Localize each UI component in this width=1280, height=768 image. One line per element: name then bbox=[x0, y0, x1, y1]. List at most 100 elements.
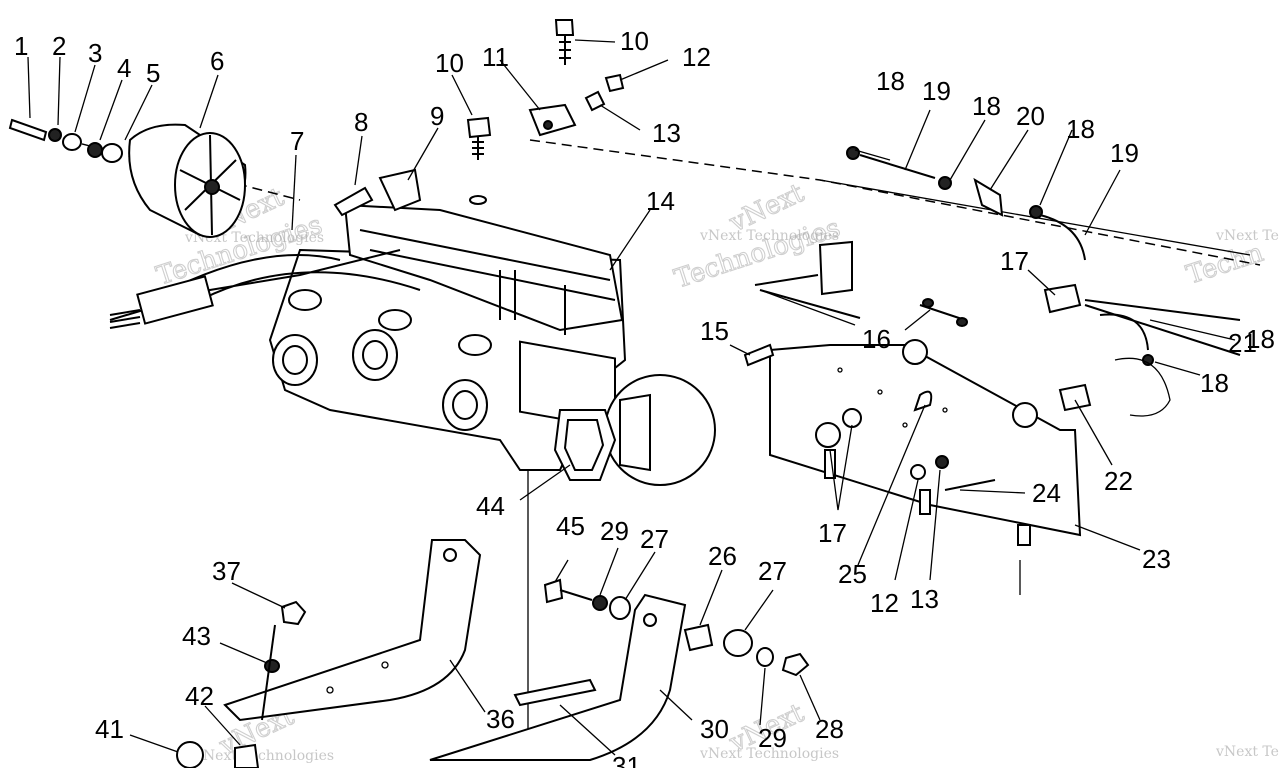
callout-4: 4 bbox=[117, 53, 131, 83]
callout-24: 24 bbox=[1032, 478, 1061, 508]
washer-part-2 bbox=[48, 128, 62, 142]
spark-plug-part-8 bbox=[333, 186, 374, 217]
callout-27-a: 27 bbox=[640, 524, 669, 554]
bolt-part-1 bbox=[8, 118, 48, 142]
clamp-part-18c bbox=[1029, 205, 1043, 219]
fuel-filter-part-20 bbox=[973, 177, 1004, 217]
callout-14: 14 bbox=[646, 186, 675, 216]
callout-8: 8 bbox=[354, 107, 368, 137]
callout-13-top: 13 bbox=[652, 118, 681, 148]
callout-36: 36 bbox=[486, 704, 515, 734]
nut-part-3 bbox=[62, 133, 82, 151]
spacer-part-4 bbox=[87, 142, 103, 158]
bracket-part-44 bbox=[553, 409, 617, 481]
callout-21: 21 bbox=[1228, 328, 1257, 358]
lower-brackets bbox=[176, 539, 810, 768]
fitting-part-17 bbox=[1043, 283, 1082, 314]
hose-part-19a bbox=[859, 154, 936, 179]
mount-plate-assembly bbox=[743, 339, 1171, 546]
link-part-31 bbox=[513, 678, 597, 707]
pin-part-24 bbox=[944, 479, 996, 491]
washer-part-13 bbox=[584, 90, 606, 112]
nut-part-42 bbox=[234, 743, 260, 768]
callout-44: 44 bbox=[476, 491, 505, 521]
fuel-pump bbox=[818, 240, 853, 296]
callout-19-b: 19 bbox=[1110, 138, 1139, 168]
callout-27-b: 27 bbox=[758, 556, 787, 586]
bracket-part-30 bbox=[429, 593, 687, 761]
wiring-connector bbox=[136, 275, 214, 325]
sensor-part-22 bbox=[1058, 383, 1092, 412]
callout-9: 9 bbox=[430, 101, 444, 131]
starter-pulley-assembly bbox=[8, 118, 247, 238]
spacer-part-27b bbox=[723, 629, 753, 657]
callout-numbers: 1 2 3 4 5 6 7 8 9 10 10 11 12 13 14 15 1… bbox=[14, 26, 1275, 768]
hose-part-19b bbox=[1039, 214, 1086, 261]
callout-12-top: 12 bbox=[682, 42, 711, 72]
callout-37: 37 bbox=[212, 556, 241, 586]
bolt-part-45 bbox=[543, 578, 564, 604]
callout-7: 7 bbox=[290, 126, 304, 156]
nut-part-12b bbox=[910, 464, 926, 480]
watermark-edge-3: vNext Te bbox=[1215, 744, 1279, 760]
callout-28: 28 bbox=[815, 714, 844, 744]
callout-30: 30 bbox=[700, 714, 729, 744]
callout-42: 42 bbox=[185, 681, 214, 711]
callout-13-bottom: 13 bbox=[910, 584, 939, 614]
callout-10-left: 10 bbox=[435, 48, 464, 78]
callout-19-a: 19 bbox=[922, 76, 951, 106]
callout-43: 43 bbox=[182, 621, 211, 651]
callout-12-bottom: 12 bbox=[870, 588, 899, 618]
callout-11: 11 bbox=[482, 42, 509, 72]
hose-part-21 bbox=[1099, 313, 1149, 351]
callout-18-b: 18 bbox=[972, 91, 1001, 121]
bracket-part-11 bbox=[528, 103, 577, 137]
washer-part-43 bbox=[264, 659, 280, 673]
washer-part-41 bbox=[176, 741, 204, 768]
callout-15: 15 bbox=[700, 316, 729, 346]
washer-part-13b bbox=[935, 455, 949, 469]
fuel-line-assembly bbox=[754, 146, 1241, 366]
callout-20: 20 bbox=[1016, 101, 1045, 131]
callout-16: 16 bbox=[862, 324, 891, 354]
nut-part-12 bbox=[604, 73, 625, 93]
callout-5: 5 bbox=[146, 58, 160, 88]
callout-6: 6 bbox=[210, 46, 224, 76]
pin-part-15 bbox=[743, 343, 775, 367]
watermark-small-3: vNext Technologies bbox=[194, 748, 334, 764]
callout-10-top: 10 bbox=[620, 26, 649, 56]
callout-45: 45 bbox=[556, 511, 585, 541]
clip-part-25 bbox=[913, 390, 933, 412]
callout-17-top: 17 bbox=[1000, 246, 1029, 276]
mount-plate-part-23 bbox=[769, 344, 1082, 537]
bolt-part-10-top bbox=[554, 19, 575, 36]
callout-23: 23 bbox=[1142, 544, 1171, 574]
bracket-part-36 bbox=[223, 539, 482, 722]
bushing-part-5 bbox=[101, 143, 123, 163]
bolt-part-10-left bbox=[466, 116, 492, 139]
callout-22: 22 bbox=[1104, 466, 1133, 496]
callout-41: 41 bbox=[95, 714, 124, 744]
callout-3: 3 bbox=[88, 38, 102, 68]
callout-18-a: 18 bbox=[876, 66, 905, 96]
callout-29-b: 29 bbox=[758, 723, 787, 753]
watermark-edge-1: vNext Te bbox=[1215, 228, 1279, 244]
callout-29-a: 29 bbox=[600, 516, 629, 546]
bushing-part-26 bbox=[683, 623, 714, 652]
spacer-part-27a bbox=[609, 596, 631, 620]
callout-1: 1 bbox=[14, 31, 28, 61]
plug-cap-part-9 bbox=[378, 168, 422, 212]
watermark-small-4: vNext Technologies bbox=[699, 746, 839, 762]
callout-18-c: 18 bbox=[1066, 114, 1095, 144]
washer-part-29b bbox=[756, 647, 774, 667]
clamp-part-18b bbox=[938, 176, 952, 190]
nut-part-37 bbox=[280, 600, 307, 626]
nut-part-28 bbox=[781, 652, 810, 677]
engine-carburetor-assembly bbox=[109, 19, 716, 486]
callout-31: 31 bbox=[612, 751, 641, 768]
nut-part-17b bbox=[815, 422, 841, 448]
callout-26: 26 bbox=[708, 541, 737, 571]
callout-18-e: 18 bbox=[1200, 368, 1229, 398]
callout-2: 2 bbox=[52, 31, 66, 61]
